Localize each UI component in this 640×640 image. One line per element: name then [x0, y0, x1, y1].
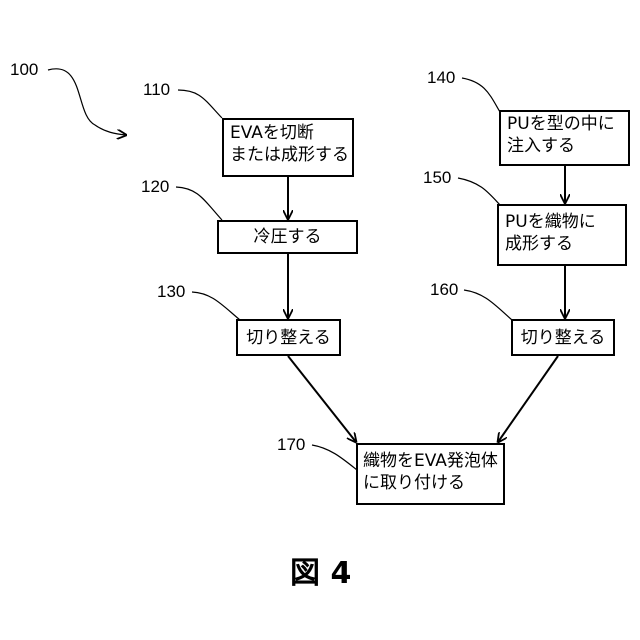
step-130-box: 切り整える — [236, 319, 341, 356]
ref-100: 100 — [10, 60, 38, 80]
step-150-box: PUを織物に 成形する — [497, 204, 627, 266]
step-170-box: 織物をEVA発泡体 に取り付ける — [356, 443, 505, 505]
arrow-130-170 — [288, 356, 356, 442]
ref-130: 130 — [157, 282, 185, 302]
step-110-line-2: または成形する — [230, 144, 346, 166]
figure-label: 図 4 — [290, 548, 351, 592]
step-150-line-1: PUを織物に — [505, 211, 619, 233]
step-140-line-2: 注入する — [507, 135, 622, 157]
ref-160: 160 — [430, 280, 458, 300]
leader-140 — [462, 78, 500, 112]
leader-110 — [178, 90, 222, 118]
step-140-line-1: PUを型の中に — [507, 113, 622, 135]
step-130-line-1: 切り整える — [244, 327, 333, 349]
leader-150 — [458, 178, 500, 205]
step-170-line-2: に取り付ける — [363, 472, 497, 494]
ref-110: 110 — [143, 80, 170, 100]
step-160-box: 切り整える — [511, 319, 615, 356]
step-140-box: PUを型の中に 注入する — [499, 110, 630, 166]
leader-130 — [192, 292, 240, 320]
leader-160 — [464, 290, 512, 320]
step-150-line-2: 成形する — [505, 233, 619, 255]
ref-150: 150 — [423, 168, 451, 188]
step-170-line-1: 織物をEVA発泡体 — [363, 450, 497, 472]
leader-100 — [48, 69, 126, 135]
step-120-line-1: 冷圧する — [225, 226, 350, 248]
arrow-160-170 — [498, 356, 558, 442]
ref-120: 120 — [141, 177, 169, 197]
leader-120 — [176, 187, 222, 220]
ref-170: 170 — [277, 435, 305, 455]
ref-140: 140 — [427, 68, 455, 88]
step-120-box: 冷圧する — [217, 220, 358, 254]
step-110-box: EVAを切断 または成形する — [222, 118, 354, 177]
step-110-line-1: EVAを切断 — [230, 122, 346, 144]
step-160-line-1: 切り整える — [519, 327, 607, 349]
leader-170 — [312, 445, 357, 470]
